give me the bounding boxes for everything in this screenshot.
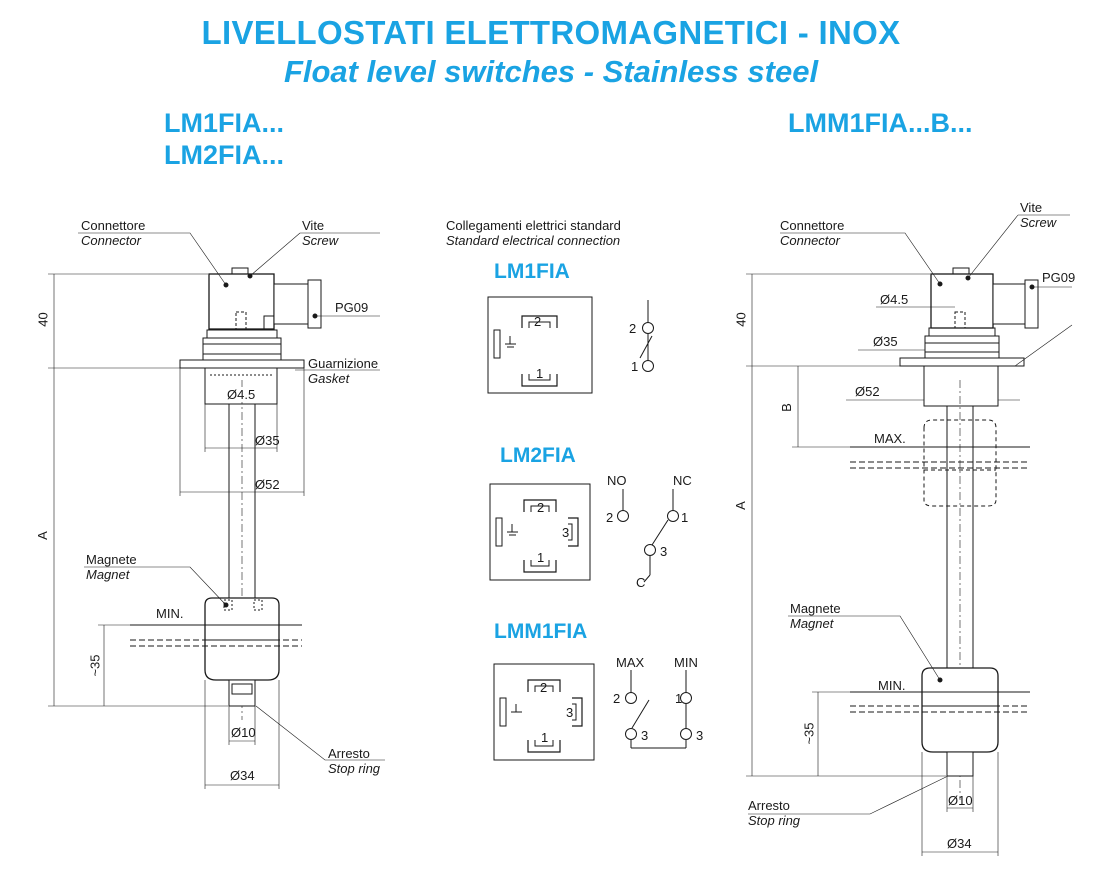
lm1fia-pin-2: 2 [534,314,542,329]
gasket-label-en: Gasket [308,371,350,386]
right-connector-label-it: Connettore [780,218,845,233]
lm1fia-switch-1: 1 [631,359,639,374]
right-diameter-34: Ø34 [947,836,972,851]
right-magnet-label-en: Magnet [790,616,834,631]
diameter-35: Ø35 [255,433,280,448]
lmm1fia-pin-2: 2 [540,680,548,695]
right-dimension-b: B [778,403,794,412]
lm2fia-section-title: LM2FIA [500,444,576,467]
lm2fia-pin-1: 1 [537,550,545,565]
diameter-10: Ø10 [231,725,256,740]
right-diameter-52: Ø52 [855,384,880,399]
dimension-35: ~35 [87,654,103,677]
lmm1fia-switch-symbol [625,670,692,749]
right-min-level-label: MIN. [878,678,906,693]
connector-label-it: Connettore [81,218,146,233]
pg09-label: PG09 [335,300,369,315]
right-screw-label-en: Screw [1020,215,1057,230]
model-label-lm1fia: LM1FIA... [164,108,284,138]
lmm1fia-switch-3a: 3 [641,728,649,743]
right-stop-ring-label-it: Arresto [748,798,790,813]
magnet-label-it: Magnete [86,552,137,567]
connection-heading-it: Collegamenti elettrici standard [446,218,621,233]
right-connector-label-en: Connector [780,233,840,248]
stop-ring-label-it: Arresto [328,746,370,761]
lm2fia-no-label: NO [607,473,627,488]
lm2fia-switch-2: 2 [606,510,614,525]
diameter-34: Ø34 [230,768,255,783]
screw-label-it: Vite [302,218,325,233]
right-stop-ring-label-en: Stop ring [748,813,801,828]
lm2fia-pin-2: 2 [537,500,545,515]
lm1fia-switch-2: 2 [629,321,637,336]
model-label-lm2fia: LM2FIA... [164,140,284,170]
lm2fia-pin-3: 3 [562,525,570,540]
magnet-label-en: Magnet [86,567,130,582]
lm2fia-switch-1: 1 [681,510,689,525]
dimension-a: A [34,531,50,540]
lmm1fia-pin-3: 3 [566,705,574,720]
gasket-label-it: Guarnizione [308,356,379,371]
lmm1fia-switch-1: 1 [675,691,683,706]
right-magnet-label-it: Magnete [790,601,841,616]
right-dimension-35: ~35 [801,722,817,745]
right-diameter-10: Ø10 [948,793,973,808]
lmm1fia-switch-2: 2 [613,691,621,706]
lm1fia-connector-face [487,296,593,394]
right-diameter-35: Ø35 [873,334,898,349]
right-switch-assembly [746,214,1073,856]
left-switch-assembly [48,232,385,789]
title-italian: LIVELLOSTATI ELETTROMAGNETICI - INOX [201,14,901,51]
lmm1fia-max-label: MAX [616,655,645,670]
right-max-level-label: MAX. [874,431,906,446]
dimension-40: 40 [35,312,51,327]
lm1fia-pin-1: 1 [536,366,544,381]
diameter-52: Ø52 [255,477,280,492]
connection-heading-en: Standard electrical connection [446,233,621,248]
right-screw-label-it: Vite [1020,200,1043,215]
lm2fia-connector-face [489,483,591,581]
right-dimension-40: 40 [733,312,749,327]
screw-label-en: Screw [302,233,339,248]
min-level-label: MIN. [156,606,184,621]
right-diameter-4-5: Ø4.5 [880,292,909,307]
connector-label-en: Connector [81,233,141,248]
right-dimension-a: A [732,501,748,510]
right-pg09-label: PG09 [1042,270,1076,285]
lmm1fia-min-label: MIN [674,655,698,670]
model-label-lmm1fia-b: LMM1FIA...B... [788,108,973,138]
lm2fia-nc-label: NC [673,473,692,488]
diameter-4-5: Ø4.5 [227,387,256,402]
lmm1fia-section-title: LMM1FIA [494,620,588,643]
lm2fia-switch-3: 3 [660,544,668,559]
lmm1fia-connector-face [493,663,595,761]
stop-ring-label-en: Stop ring [328,761,381,776]
lm2fia-c-label: C [636,575,646,590]
title-english: Float level switches - Stainless steel [283,54,819,89]
lm1fia-section-title: LM1FIA [494,260,570,283]
lmm1fia-pin-1: 1 [541,730,549,745]
lm2fia-switch-symbol [617,489,679,583]
lm1fia-switch-symbol [639,300,654,372]
lmm1fia-switch-3b: 3 [696,728,704,743]
